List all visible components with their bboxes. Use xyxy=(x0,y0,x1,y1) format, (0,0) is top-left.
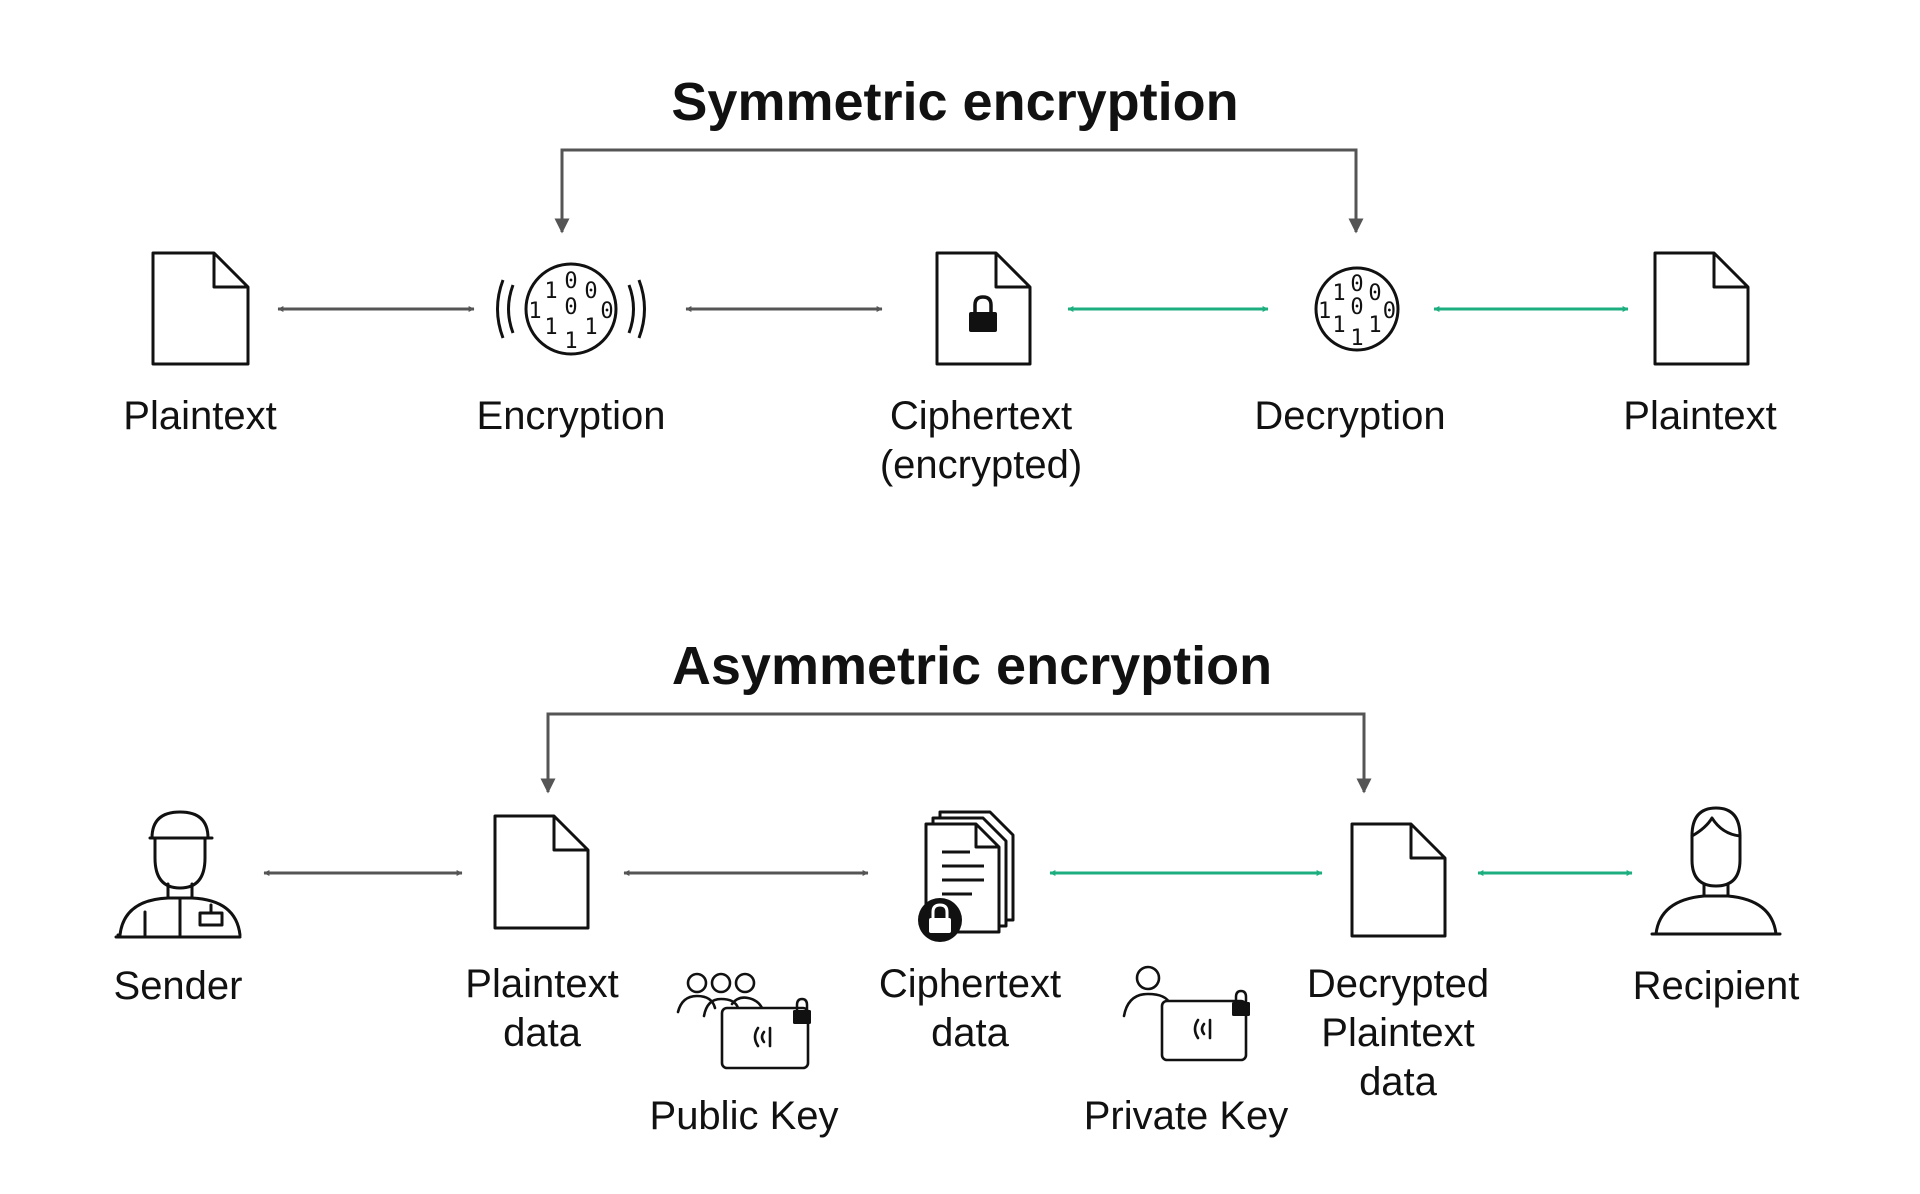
ciphertext-label-line2: (encrypted) xyxy=(879,443,1083,487)
plaintext-data-label: Plaintext data xyxy=(465,960,618,1058)
symmetric-key-bracket xyxy=(560,148,1364,234)
plaintext-data-label-line2: data xyxy=(503,1011,581,1055)
recipient-person-icon xyxy=(1650,806,1782,936)
decryption-binary-icon xyxy=(1314,266,1400,352)
ciphertext-data-label-line1: Ciphertext xyxy=(878,962,1062,1006)
ciphertext-document-icon xyxy=(935,251,1032,366)
lock-icon xyxy=(969,295,997,332)
private-key-lock-icon xyxy=(1232,989,1250,1016)
plaintext-data-document-icon xyxy=(493,814,590,930)
plaintext-document-icon xyxy=(151,251,250,366)
binary-digit: 1 xyxy=(544,315,557,340)
binary-digit: 0 xyxy=(1383,299,1396,324)
plaintext-output-document-icon xyxy=(1653,251,1750,366)
decrypted-plaintext-data-label: Decrypted Plaintext data xyxy=(1307,960,1489,1107)
decrypted-label-line3: data xyxy=(1359,1060,1437,1104)
binary-digit: 0 xyxy=(1350,295,1363,320)
plaintext-data-label-line1: Plaintext xyxy=(465,962,619,1006)
ciphertext-label: Ciphertext (encrypted) xyxy=(880,392,1082,490)
public-key-lock-icon xyxy=(793,997,811,1024)
public-key-icon xyxy=(676,972,810,1070)
binary-digit: 0 xyxy=(1368,281,1381,306)
ciphertext-label-line1: Ciphertext xyxy=(889,394,1073,438)
private-key-label: Private Key xyxy=(1083,1094,1289,1138)
symmetric-plaintext-output-label: Plaintext xyxy=(1623,394,1777,438)
ciphertext-lock-badge-icon xyxy=(918,898,962,942)
binary-digit: 0 xyxy=(600,299,613,324)
decrypted-label-line1: Decrypted xyxy=(1306,962,1490,1006)
binary-digit: 1 xyxy=(584,315,597,340)
decrypted-label-line2: Plaintext xyxy=(1321,1011,1475,1055)
binary-digit: 1 xyxy=(1368,313,1381,338)
binary-digit: 0 xyxy=(584,279,597,304)
asymmetric-title: Asymmetric encryption xyxy=(671,636,1273,696)
binary-digit: 1 xyxy=(1350,326,1363,351)
ciphertext-data-label-line2: data xyxy=(931,1011,1009,1055)
binary-digit: 1 xyxy=(544,279,557,304)
public-key-label: Public Key xyxy=(649,1094,839,1138)
binary-digit: 1 xyxy=(1318,299,1331,324)
asymmetric-key-bracket xyxy=(546,712,1372,794)
encryption-label: Encryption xyxy=(476,394,666,438)
encryption-binary-icon xyxy=(496,262,646,356)
binary-digit: 0 xyxy=(564,269,577,294)
ciphertext-data-label: Ciphertext data xyxy=(879,960,1061,1058)
sender-label: Sender xyxy=(113,964,243,1008)
decrypted-document-icon xyxy=(1350,822,1447,938)
binary-digit: 1 xyxy=(1332,313,1345,338)
binary-digit: 0 xyxy=(1350,272,1363,297)
recipient-label: Recipient xyxy=(1632,964,1800,1008)
binary-digit: 1 xyxy=(528,299,541,324)
binary-digit: 1 xyxy=(1332,281,1345,306)
symmetric-title: Symmetric encryption xyxy=(671,72,1239,132)
binary-digit: 0 xyxy=(564,295,577,320)
decryption-label: Decryption xyxy=(1254,394,1446,438)
symmetric-plaintext-label: Plaintext xyxy=(123,394,277,438)
binary-digit: 1 xyxy=(564,329,577,354)
private-key-icon xyxy=(1122,965,1248,1062)
sender-person-icon xyxy=(114,810,242,939)
